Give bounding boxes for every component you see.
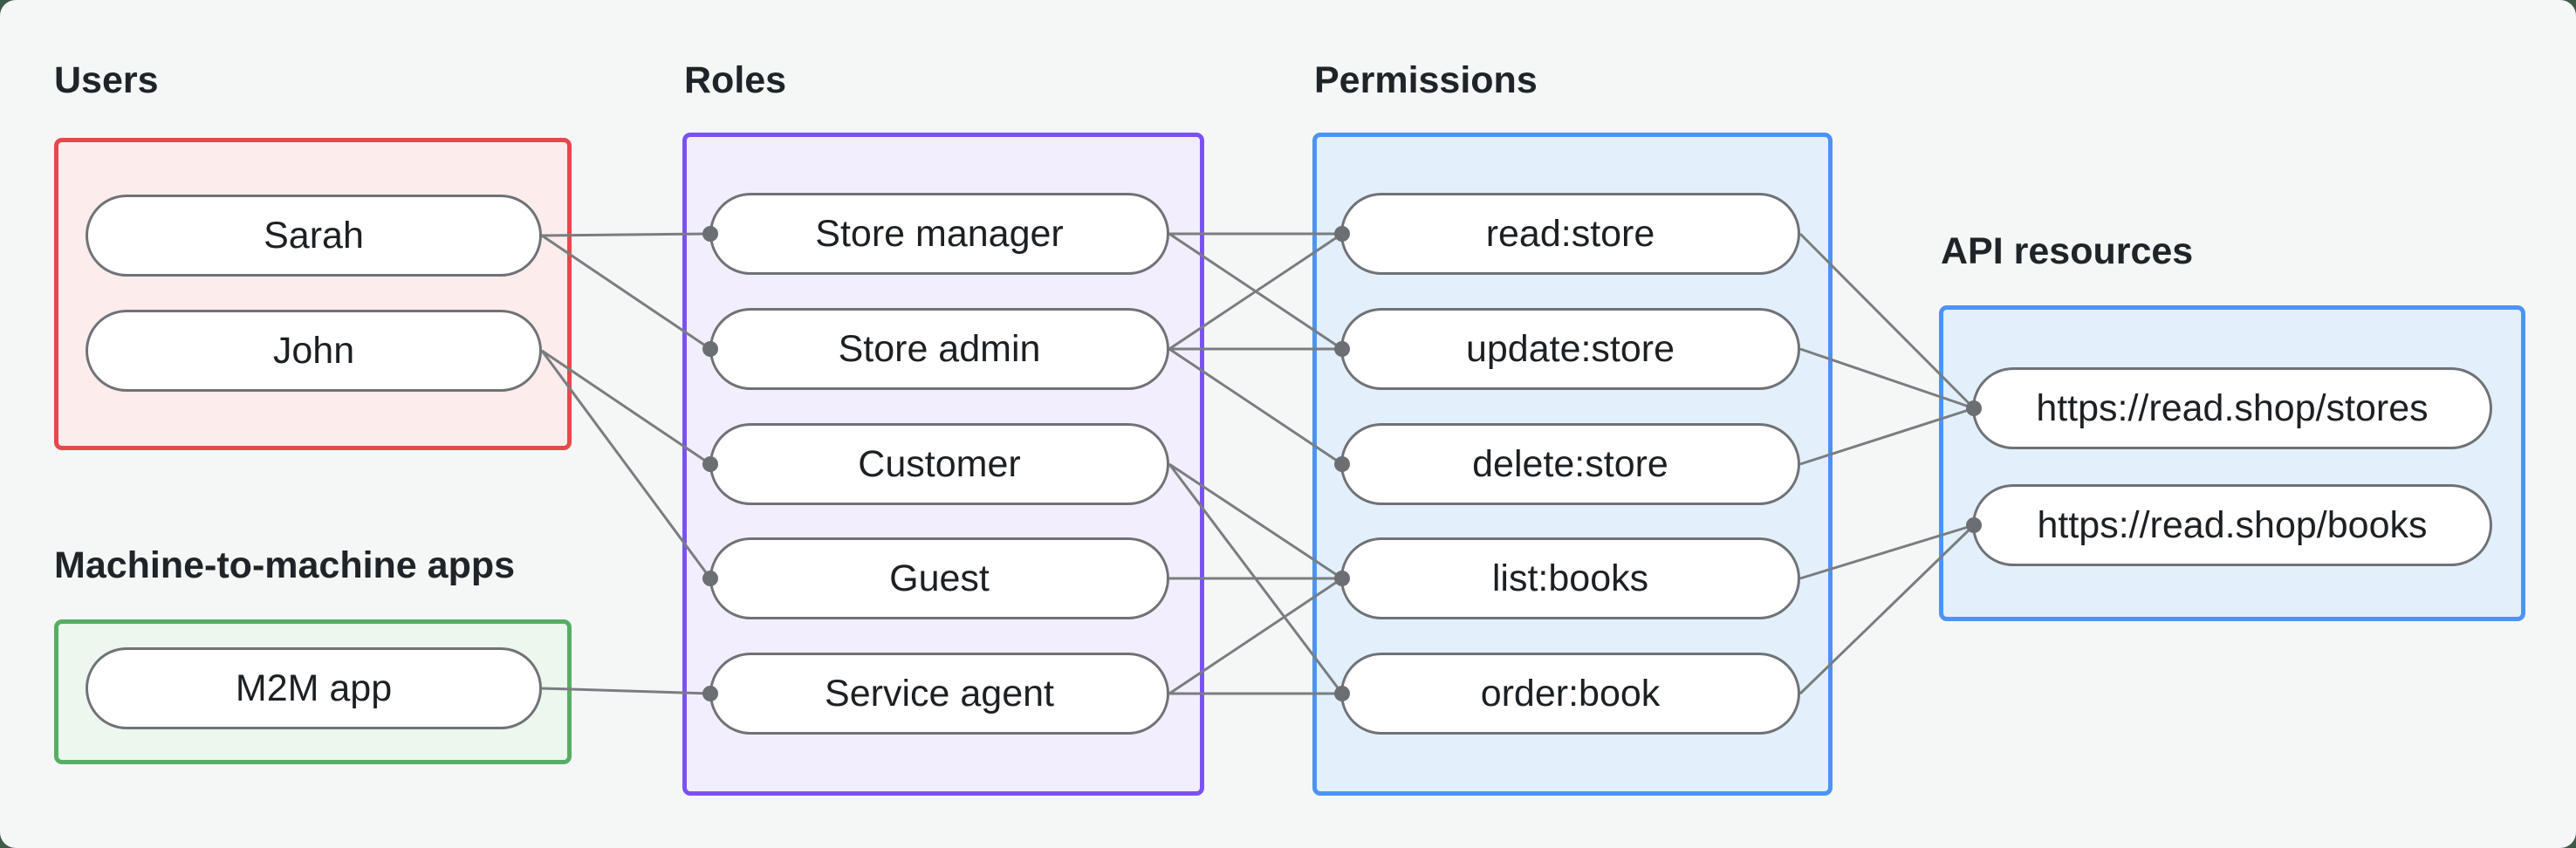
api-resources-group-box: [1939, 305, 2525, 621]
api-resources-group-title: API resources: [1941, 230, 2194, 272]
node-sarah: Sarah: [86, 195, 542, 277]
users-group-title: Users: [54, 59, 159, 101]
node-store-admin: Store admin: [709, 308, 1169, 390]
m2m-apps-group-title: Machine-to-machine apps: [54, 544, 516, 586]
node-api-books: https://read.shop/books: [1972, 484, 2492, 566]
node-john: John: [86, 310, 542, 392]
node-api-stores: https://read.shop/stores: [1972, 367, 2492, 449]
node-order-book: order:book: [1340, 653, 1800, 735]
node-delete-store: delete:store: [1340, 423, 1800, 505]
node-read-store: read:store: [1340, 193, 1800, 275]
node-update-store: update:store: [1340, 308, 1800, 390]
node-list-books: list:books: [1340, 537, 1800, 619]
node-service-agent: Service agent: [709, 653, 1169, 735]
node-m2m-app: M2M app: [86, 647, 542, 729]
node-store-manager: Store manager: [709, 193, 1169, 275]
roles-group-title: Roles: [684, 59, 787, 101]
node-guest: Guest: [709, 537, 1169, 619]
permissions-group-title: Permissions: [1314, 59, 1538, 101]
users-group-box: [54, 138, 572, 450]
node-customer: Customer: [709, 423, 1169, 505]
